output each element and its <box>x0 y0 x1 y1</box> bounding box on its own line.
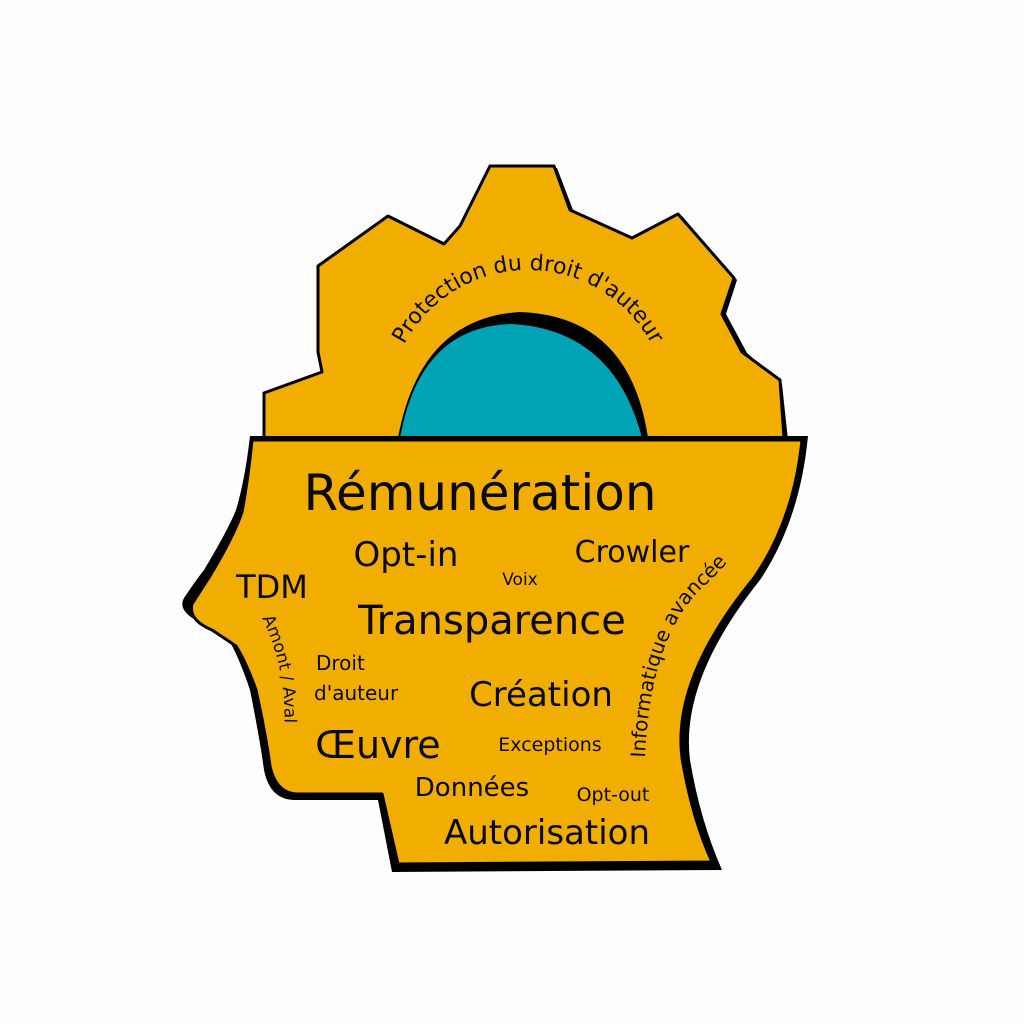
word-donnees: Données <box>415 773 529 803</box>
word-transparence: Transparence <box>357 598 626 644</box>
word-autorisation: Autorisation <box>444 813 650 853</box>
word-creation: Création <box>469 675 613 715</box>
word-droit: Droit <box>316 651 365 675</box>
gear: Protection du droit d'auteur <box>262 164 788 440</box>
gear-hole <box>400 324 642 438</box>
head-body <box>189 438 804 866</box>
word-oeuvre: Œuvre <box>315 723 440 767</box>
gear-body <box>262 164 786 440</box>
word-crowler: Crowler <box>575 535 690 570</box>
word-remuneration: Rémunération <box>303 464 656 522</box>
head: Rémunération Opt-in Crowler TDM Voix Tra… <box>182 436 808 872</box>
word-voix: Voix <box>502 570 538 590</box>
word-opt-out: Opt-out <box>577 784 650 806</box>
word-opt-in: Opt-in <box>354 535 459 575</box>
word-dauteur: d'auteur <box>314 681 399 705</box>
word-exceptions: Exceptions <box>498 734 601 756</box>
word-tdm: TDM <box>235 568 308 606</box>
